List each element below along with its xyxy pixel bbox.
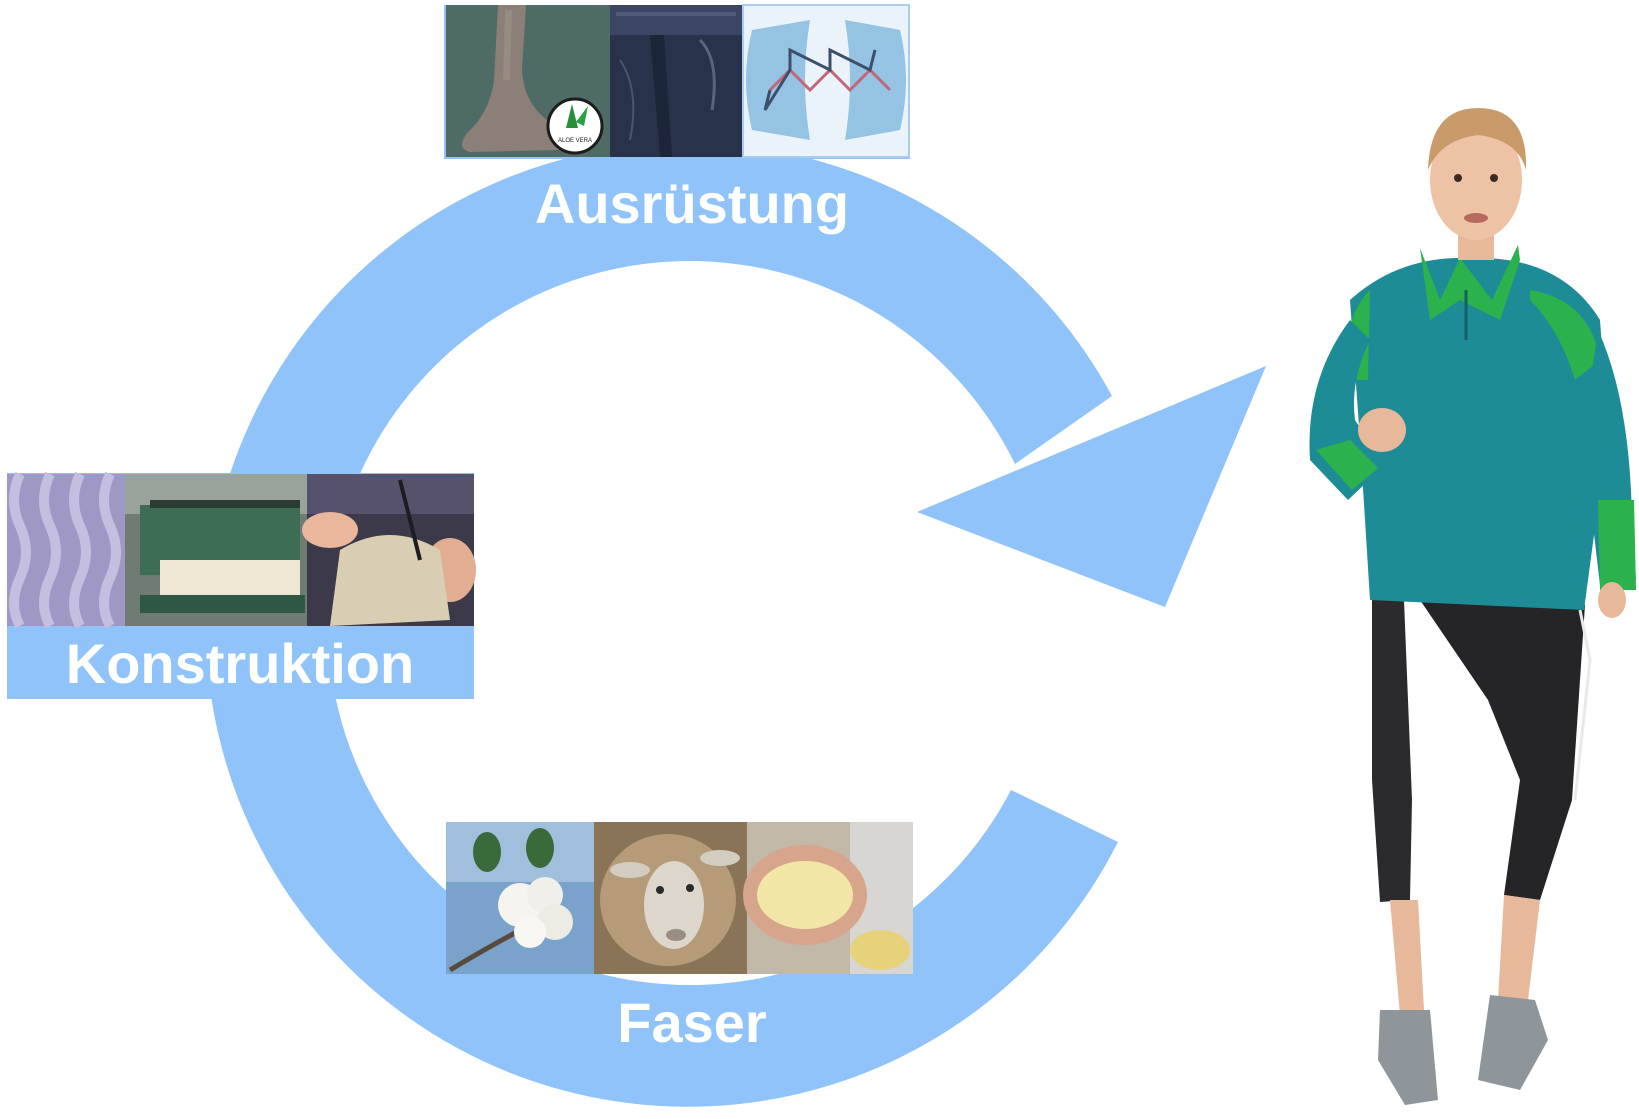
molecule-capsule-photo [743, 5, 909, 157]
ausruestung-photo-strip: ALOE VERA [444, 5, 910, 159]
hand-knitting-photo [302, 474, 476, 626]
sheep-photo [594, 822, 747, 974]
runner-woman-photo [1310, 108, 1637, 1105]
knit-fabric-photo [7, 474, 125, 626]
stage-label-faser: Faser [617, 991, 766, 1054]
jeans-photo [610, 5, 743, 157]
stocking-leg-photo: ALOE VERA [446, 5, 610, 157]
stage-label-konstruktion: Konstruktion [66, 632, 414, 695]
stage-label-ausruestung: Ausrüstung [535, 172, 849, 235]
loom-machine-photo [125, 474, 307, 626]
aloe-vera-badge-text: ALOE VERA [558, 138, 592, 144]
cotton-boll-photo [446, 822, 594, 974]
polymer-granules-photo [743, 822, 913, 974]
faser-photo-strip [446, 822, 913, 974]
